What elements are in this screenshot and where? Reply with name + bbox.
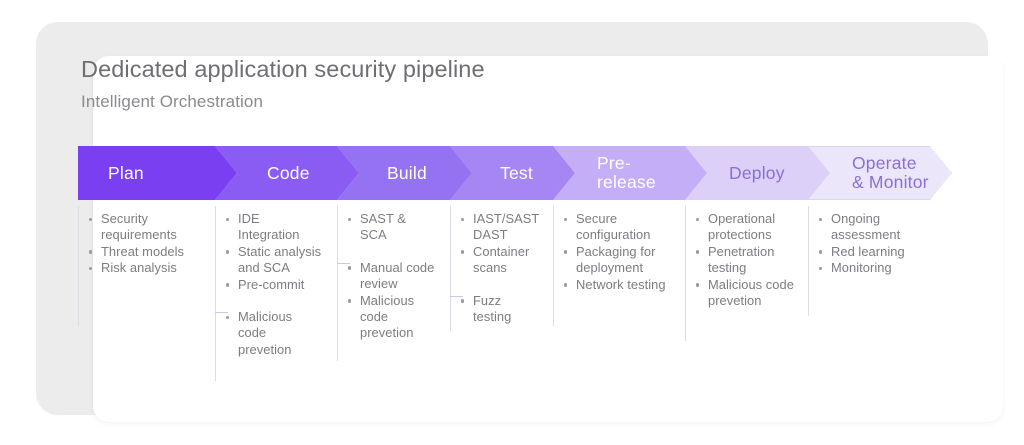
column-divider — [808, 206, 809, 316]
list-item: Malicious code prevetion — [225, 309, 323, 358]
list-item: Container scans — [460, 244, 539, 277]
pipeline-stage-plan[interactable]: Plan — [78, 146, 237, 200]
list-item: Threat models — [88, 244, 201, 260]
stage-label: Pre- release — [597, 153, 656, 192]
column-divider — [337, 206, 338, 361]
list-item: Risk analysis — [88, 260, 201, 276]
list-item: Ongoing assessment — [818, 211, 916, 244]
list-item: IDE Integration — [225, 211, 323, 244]
slide-panel — [36, 22, 1003, 422]
list-item: Penetration testing — [695, 244, 794, 277]
list-item: Security requirements — [88, 211, 201, 244]
list-item: IAST/SAST DAST — [460, 211, 539, 244]
slide-header: Dedicated application security pipeline … — [81, 55, 485, 112]
list-item: Network testing — [563, 277, 671, 293]
list-item: Secure configuration — [563, 211, 671, 244]
list-item: Fuzz testing — [460, 293, 539, 326]
divider-tick — [337, 263, 350, 264]
column-divider — [78, 206, 79, 326]
pipeline-stage-code[interactable]: Code — [215, 146, 359, 200]
pipeline-stage-operate-monitor[interactable]: Operate & Monitor — [808, 146, 952, 200]
stage-label: Code — [267, 162, 310, 183]
stage-label: Test — [500, 162, 533, 183]
list-item: Monitoring — [818, 260, 916, 276]
divider-tick — [450, 296, 463, 297]
list-item: Static analysis and SCA — [225, 244, 323, 277]
column-divider — [450, 206, 451, 331]
list-item: Red learning — [818, 244, 916, 260]
list-item: Malicious code prevetion — [347, 293, 436, 342]
pipeline-chevron-banner: Plan Code Build Test Pre- release Deploy Opera… — [78, 146, 952, 200]
pipeline-stage-deploy[interactable]: Deploy — [685, 146, 830, 200]
list-item: Packaging for deployment — [563, 244, 671, 277]
list-item: Operational protections — [695, 211, 794, 244]
column-divider — [553, 206, 554, 326]
stage-label: Deploy — [729, 162, 785, 183]
page-title: Dedicated application security pipeline — [81, 56, 485, 82]
list-item: Pre-commit — [225, 277, 323, 293]
stage-label: Operate & Monitor — [852, 153, 929, 192]
list-item: Malicious code prevetion — [695, 277, 794, 310]
list-item: SAST & SCA — [347, 211, 436, 244]
column-divider — [685, 206, 686, 341]
page-subtitle: Intelligent Orchestration — [81, 92, 264, 112]
slide-card — [93, 56, 1003, 422]
pipeline-stage-pre-release[interactable]: Pre- release — [553, 146, 707, 200]
stage-label: Build — [387, 162, 427, 183]
stage-label: Plan — [108, 162, 144, 183]
list-item: Manual code review — [347, 260, 436, 293]
column-divider — [215, 206, 216, 381]
divider-tick — [215, 312, 228, 313]
pipeline-stage-build[interactable]: Build — [337, 146, 472, 200]
